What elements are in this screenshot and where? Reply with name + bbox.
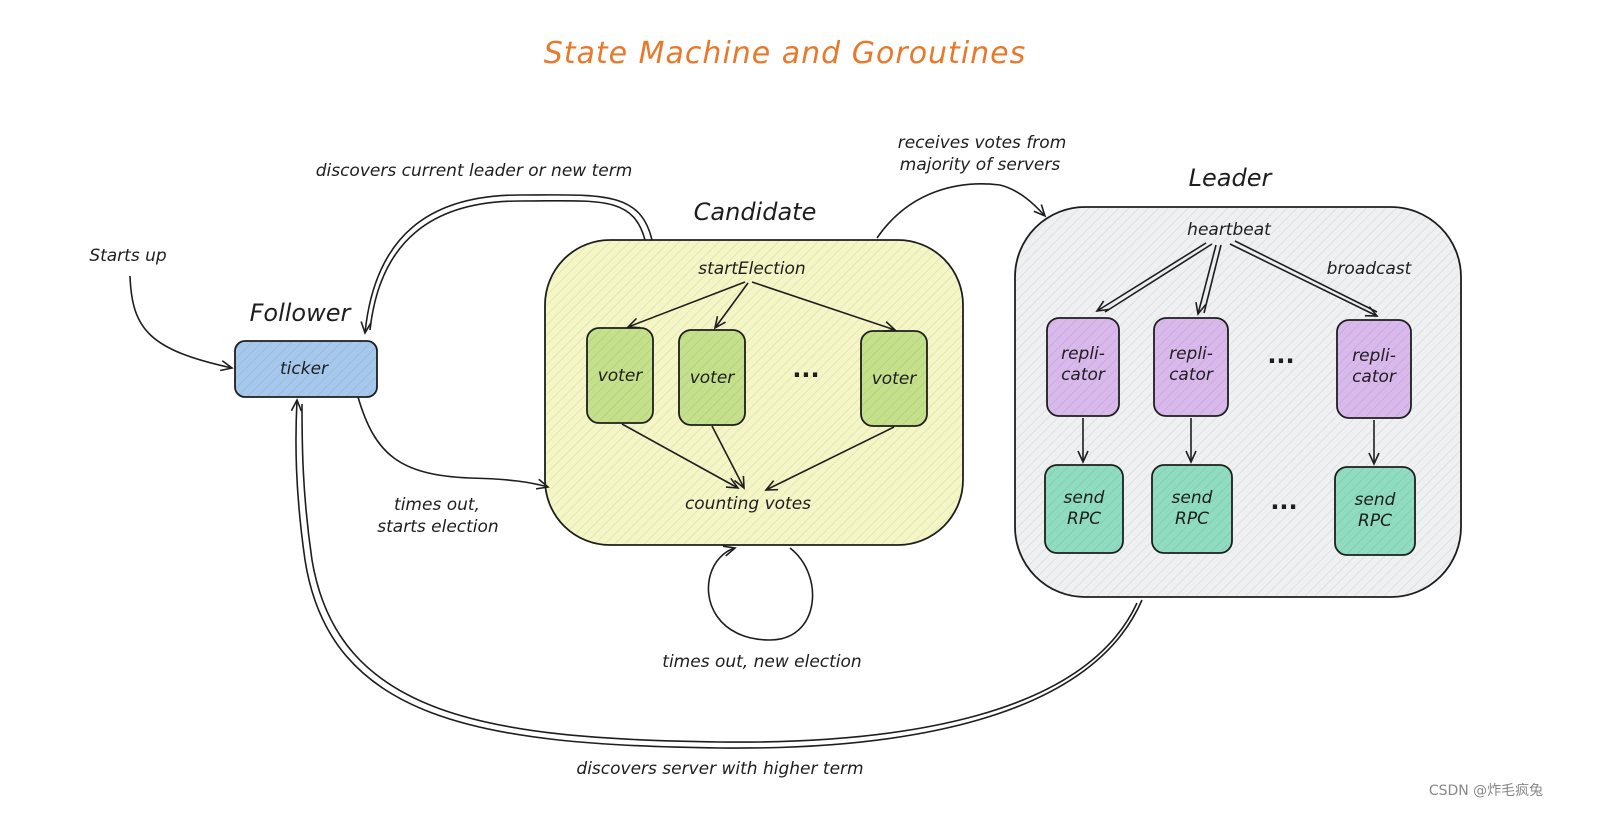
heartbeat-label: heartbeat [1187,220,1272,240]
send-rpc-label-2a: send [1172,488,1213,508]
ticker-label: ticker [280,359,329,379]
replicator-ellipsis: ··· [1267,347,1294,375]
arrow-heartbeat-to-rep-1 [1095,242,1207,313]
diagram-title: State Machine and Goroutines [544,36,1027,71]
receives-votes-label-2: majority of servers [900,155,1061,175]
follower-state-label: Follower [250,299,353,327]
arrow-higher-term [290,398,1143,749]
send-rpc-box-2 [1151,464,1233,554]
send-rpc-label-3b: RPC [1358,511,1392,531]
voter-box-3 [860,330,928,427]
send-rpc-label-1b: RPC [1067,509,1101,529]
candidate-container [544,239,964,546]
arrow-heartbeat-to-rep-3 [1229,243,1379,317]
send-rpc-label-1a: send [1064,488,1105,508]
voter-label-3: voter [872,369,918,389]
replicator-label-1a: repli- [1061,344,1105,364]
watermark-text: CSDN @炸毛疯兔 [1429,783,1543,799]
arrow-discovers-leader [360,194,653,335]
counting-votes-label: counting votes [685,494,811,514]
arrow-higher-term-stroke2 [301,403,1138,743]
ticker-box [234,340,378,398]
arrow-voter-2-to-count [711,425,745,490]
send-rpc-ellipsis: ··· [1270,493,1297,521]
receives-votes-label-1: receives votes from [898,133,1067,153]
leader-state-label: Leader [1189,164,1274,192]
arrow-receives-votes [876,183,1047,239]
voter-label-2: voter [690,368,736,388]
broadcast-label: broadcast [1327,259,1413,279]
send-rpc-label-2b: RPC [1175,509,1209,529]
replicator-label-3a: repli- [1352,346,1396,366]
start-election-label: startElection [698,259,805,279]
send-rpc-box-3 [1334,466,1416,556]
replicator-label-2a: repli- [1169,344,1213,364]
arrow-heartbeat-to-rep-2 [1195,244,1217,316]
voter-label-1: voter [598,366,644,386]
discovers-leader-label: discovers current leader or new term [316,161,633,181]
higher-term-label: discovers server with higher term [576,759,863,779]
replicator-label-3b: cator [1352,367,1397,387]
voter-box-1 [586,327,654,424]
voter-box-2 [678,329,746,426]
arrow-discovers-leader-stroke2 [369,199,646,331]
replicator-box-1 [1046,317,1120,417]
replicator-label-1b: cator [1061,365,1106,385]
arrow-start-to-voter-2 [713,282,749,330]
voter-ellipsis: ··· [792,361,819,389]
arrow-times-out [357,396,550,490]
arrow-start-to-voter-3 [751,281,897,333]
arrow-heartbeat-to-rep-3b [1234,240,1378,313]
replicator-box-3 [1336,319,1412,419]
times-out-label-2: starts election [377,517,498,537]
candidate-state-label: Candidate [694,198,817,226]
starts-up-label: Starts up [89,246,167,266]
replicator-label-2b: cator [1169,365,1214,385]
arrow-start-to-voter-1 [626,281,746,329]
send-rpc-box-1 [1044,464,1124,554]
replicator-box-2 [1153,317,1229,417]
new-election-label: times out, new election [662,652,861,672]
send-rpc-label-3a: send [1355,490,1396,510]
arrow-new-election-loop [707,545,814,641]
arrow-starts-up [129,275,234,372]
arrow-voter-1-to-count [621,423,740,489]
arrow-voter-3-to-count [764,426,895,491]
times-out-label-1: times out, [394,495,480,515]
arrow-heartbeat-to-rep-2b [1203,244,1222,314]
arrow-heartbeat-to-rep-1b [1104,243,1213,313]
